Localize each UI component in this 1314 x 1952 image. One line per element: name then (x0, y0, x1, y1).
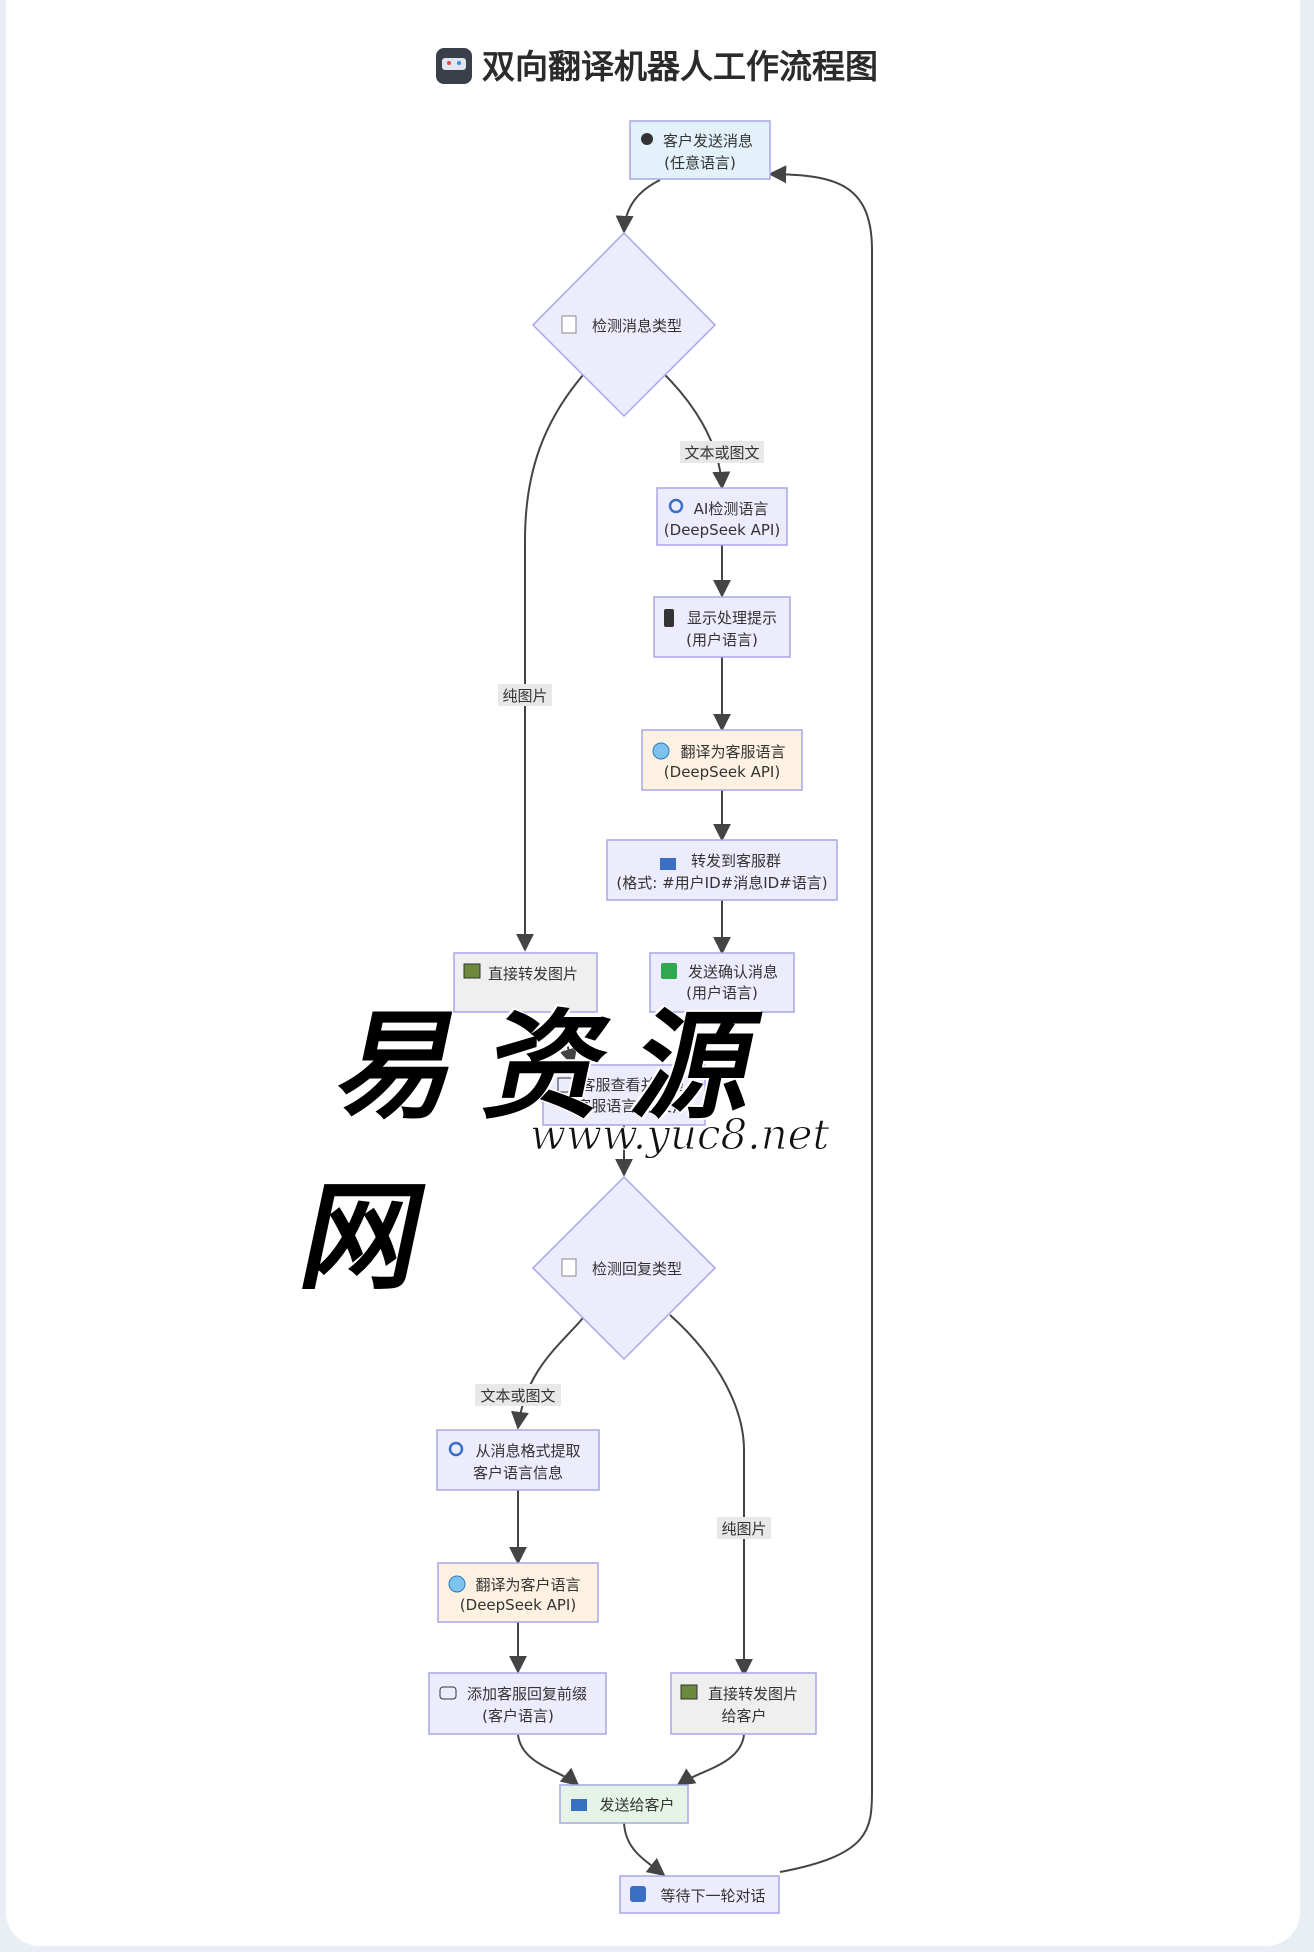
node-detect-type: 检测消息类型 (531, 231, 717, 418)
magnifier-icon (668, 498, 684, 514)
cycle-icon (630, 1886, 646, 1902)
svg-text:(DeepSeek API): (DeepSeek API) (664, 521, 780, 539)
node-detect-reply: 检测回复类型 (531, 1175, 717, 1361)
edge-customer-to-detect (615, 179, 661, 234)
memo-icon (561, 1258, 577, 1277)
edge-labels: 文本或图文 纯图片 文本或图文 纯图片 (475, 441, 771, 1539)
node-forward-image-customer: 直接转发图片 给客户 (670, 1672, 817, 1735)
robot-icon (436, 48, 472, 84)
svg-text:(用户语言): (用户语言) (686, 631, 758, 649)
svg-text:发送确认消息: 发送确认消息 (688, 963, 778, 981)
svg-text:从消息格式提取: 从消息格式提取 (475, 1442, 580, 1460)
diagram-title: 双向翻译机器人工作流程图 (0, 40, 1314, 88)
svg-text:直接转发图片: 直接转发图片 (488, 965, 578, 983)
svg-text:(用户语言): (用户语言) (686, 984, 758, 1002)
edge-prefix-to-send (517, 1734, 580, 1787)
picture-icon (463, 963, 481, 979)
check-icon (661, 963, 677, 979)
node-cs-reply: 客服查看并回复 (客服语言-中文) (542, 1064, 706, 1126)
node-wait-next: 等待下一轮对话 (619, 1875, 780, 1914)
svg-text:(客户语言): (客户语言) (482, 1707, 554, 1725)
edge-detect2-to-extract (511, 1317, 584, 1430)
edge-image-to-reply (559, 1011, 577, 1067)
node-customer-send: 客户发送消息 (任意语言) (629, 120, 771, 180)
node-show-tip: 显示处理提示 (用户语言) (653, 596, 791, 658)
svg-text:AI检测语言: AI检测语言 (694, 500, 769, 518)
outbox-icon (571, 1799, 587, 1811)
svg-text:显示处理提示: 显示处理提示 (687, 609, 777, 627)
picture-icon (680, 1684, 698, 1700)
outbox-icon (660, 858, 676, 870)
node-forward-image: 直接转发图片 (453, 952, 598, 1013)
edge-label-image-only-2: 纯图片 (721, 1520, 766, 1538)
svg-text:(格式: #用户ID#消息ID#语言): (格式: #用户ID#消息ID#语言) (616, 874, 827, 892)
edge-wait-to-customer (768, 165, 873, 1873)
node-add-prefix: 添加客服回复前缀 (客户语言) (428, 1672, 607, 1735)
svg-text:(客服语言-中文): (客服语言-中文) (570, 1097, 677, 1115)
node-extract: 从消息格式提取 客户语言信息 (436, 1429, 600, 1491)
globe-icon (448, 1575, 466, 1593)
edge-image2-to-send (676, 1734, 745, 1787)
edge-detect-to-image (516, 374, 584, 952)
node-translate-cs: 翻译为客服语言 (DeepSeek API) (641, 729, 803, 791)
globe-icon (652, 742, 670, 760)
svg-text:客户发送消息: 客户发送消息 (663, 132, 753, 150)
phone-icon (664, 609, 674, 627)
node-forward-group: 转发到客服群 (格式: #用户ID#消息ID#语言) (606, 839, 838, 901)
node-send-customer: 发送给客户 (559, 1784, 689, 1824)
magnifier-icon (448, 1441, 464, 1457)
svg-text:转发到客服群: 转发到客服群 (691, 852, 781, 870)
svg-text:检测回复类型: 检测回复类型 (592, 1260, 682, 1278)
svg-text:添加客服回复前缀: 添加客服回复前缀 (467, 1685, 587, 1703)
svg-text:发送给客户: 发送给客户 (599, 1796, 674, 1814)
svg-text:客户语言信息: 客户语言信息 (473, 1464, 563, 1482)
svg-text:等待下一轮对话: 等待下一轮对话 (660, 1887, 765, 1905)
edge-detect-to-ai (664, 374, 731, 490)
svg-text:翻译为客户语言: 翻译为客户语言 (475, 1576, 580, 1594)
speech-icon (439, 1686, 457, 1700)
edge-send-to-wait (623, 1821, 666, 1877)
edge-label-text-or-mixed-2: 文本或图文 (480, 1387, 555, 1405)
person-icon (641, 133, 653, 145)
edges (509, 165, 873, 1877)
node-send-confirm: 发送确认消息 (用户语言) (649, 952, 795, 1013)
edge-detect2-to-image2 (669, 1314, 753, 1677)
edge-label-text-or-mixed-1: 文本或图文 (684, 444, 759, 462)
svg-text:检测消息类型: 检测消息类型 (592, 317, 682, 335)
node-translate-customer: 翻译为客户语言 (DeepSeek API) (437, 1562, 599, 1623)
svg-text:(DeepSeek API): (DeepSeek API) (664, 763, 780, 781)
svg-text:给客户: 给客户 (721, 1707, 766, 1725)
svg-text:客服查看并回复: 客服查看并回复 (580, 1076, 685, 1094)
svg-text:(任意语言): (任意语言) (664, 154, 736, 172)
memo-icon (561, 315, 577, 334)
edge-label-image-only-1: 纯图片 (502, 687, 547, 705)
reply-icon (557, 1077, 573, 1093)
svg-text:(DeepSeek API): (DeepSeek API) (460, 1596, 576, 1614)
node-ai-detect: AI检测语言 (DeepSeek API) (656, 487, 788, 546)
svg-text:翻译为客服语言: 翻译为客服语言 (680, 743, 785, 761)
svg-text:直接转发图片: 直接转发图片 (708, 1685, 798, 1703)
